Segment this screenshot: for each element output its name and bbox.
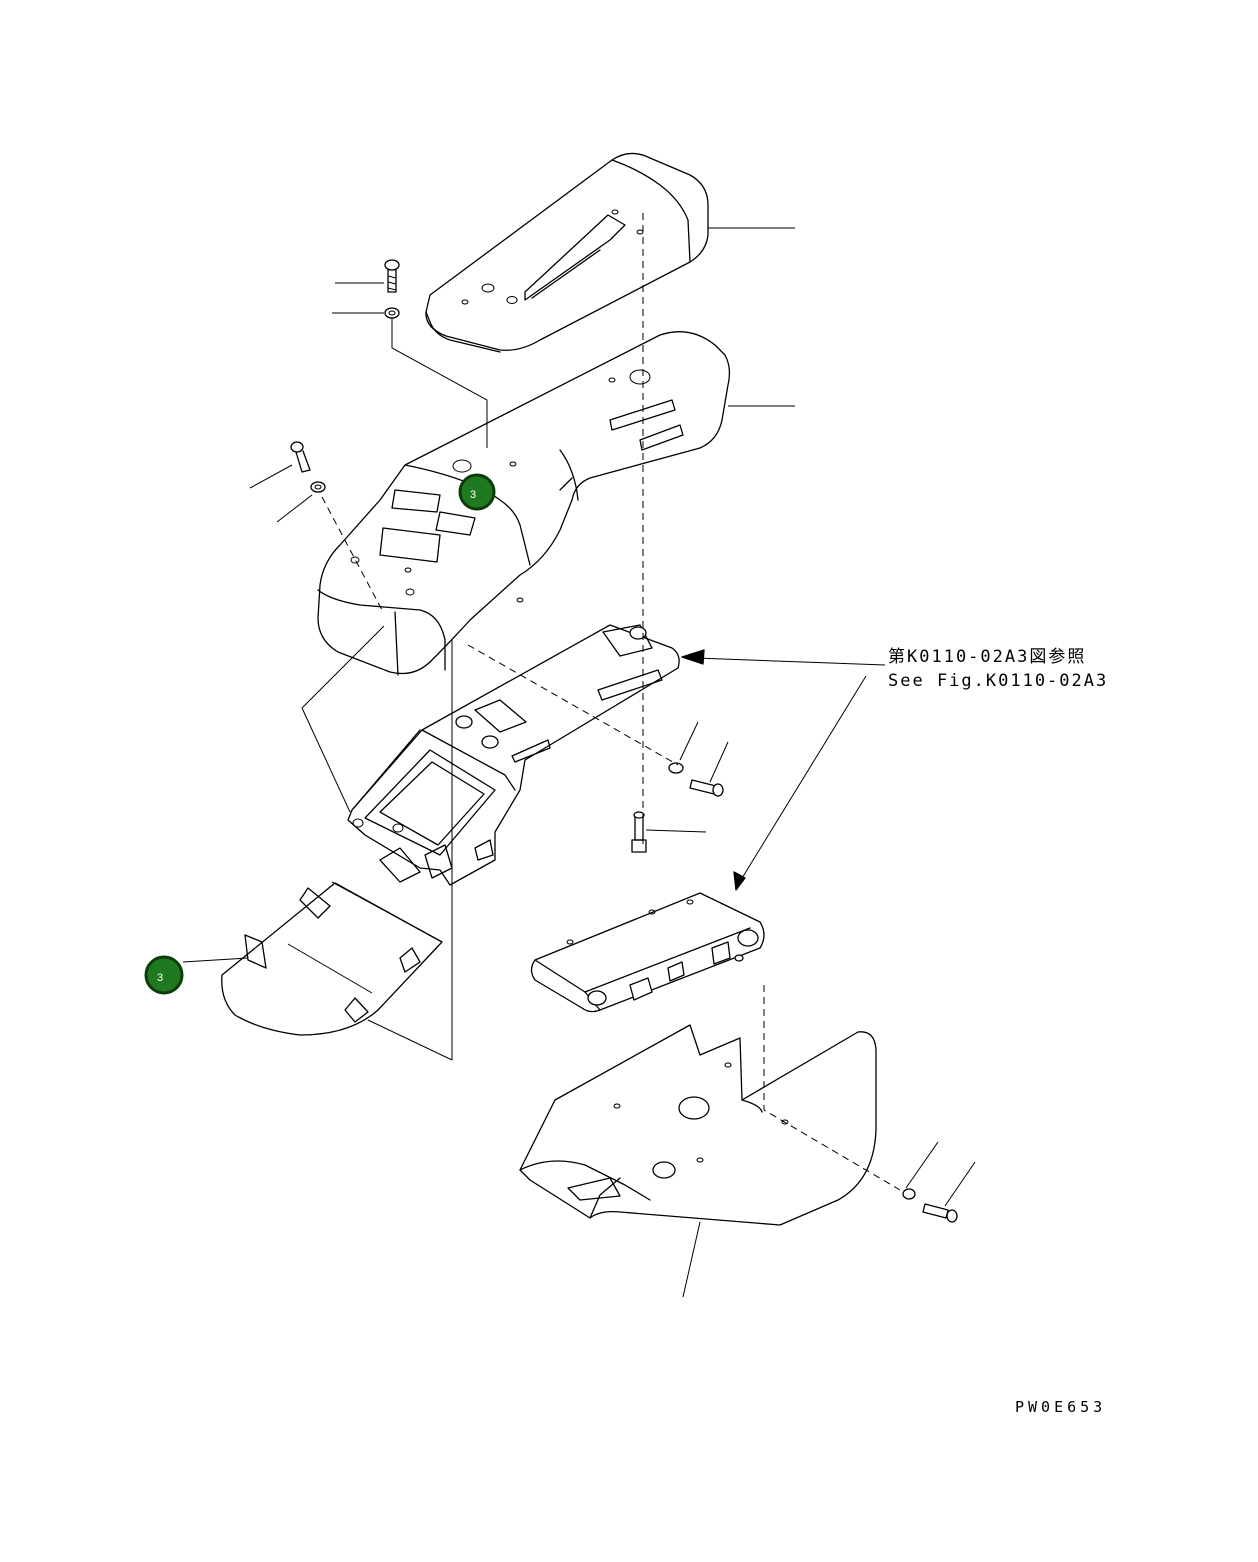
lower-cover-plate — [221, 882, 443, 1036]
leader-lines — [182, 213, 976, 1298]
armrest-bracket-frame — [347, 624, 680, 886]
reference-note-en: See Fig.K0110-02A3 — [888, 671, 1108, 691]
bottom-shroud — [519, 1024, 877, 1226]
armrest-top-cover — [425, 152, 709, 353]
part-badge-lower-label: 3 — [157, 972, 163, 984]
part-badge-lower[interactable]: 3 — [144, 955, 184, 995]
fasteners — [290, 259, 958, 1223]
armrest-main-body — [317, 331, 731, 676]
reference-note-ja: 第K0110-02A3図参照 — [888, 647, 1086, 667]
drawing-code: PW0E653 — [1015, 1398, 1106, 1416]
part-badge-upper-label: 3 — [470, 489, 476, 501]
part-badge-upper[interactable]: 3 — [458, 473, 496, 511]
hinge-bracket — [530, 892, 765, 1013]
